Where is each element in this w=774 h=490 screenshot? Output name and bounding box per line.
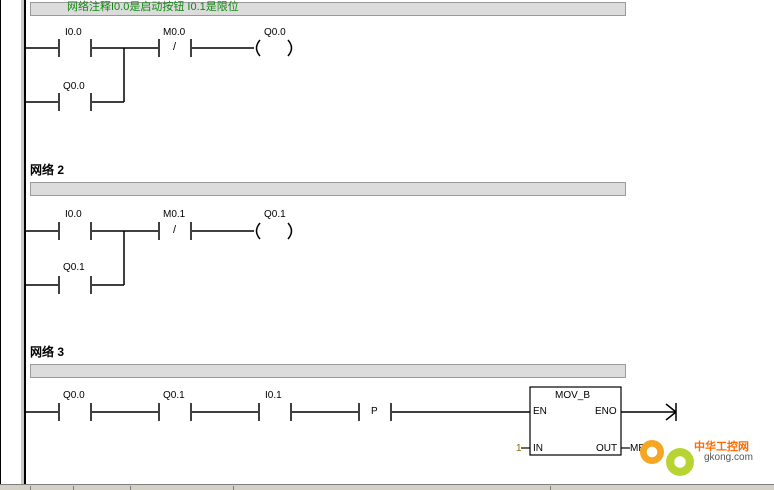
status-divider — [30, 486, 31, 490]
n3-positive-edge-symbol[interactable]: P — [371, 406, 378, 417]
status-divider — [130, 486, 131, 490]
n1-contact-2-address[interactable]: M0.0 — [163, 27, 186, 38]
left-rail-shade — [21, 0, 24, 490]
network-3-title[interactable]: 网络 3 — [30, 345, 65, 359]
mov-b-in-pin: IN — [533, 443, 543, 454]
mov-b-in-value[interactable]: 1 — [516, 443, 522, 454]
status-divider — [550, 486, 551, 490]
network-2-title[interactable]: 网络 2 — [30, 163, 65, 177]
n1-contact-1-address[interactable]: I0.0 — [65, 27, 82, 38]
bottom-status-strip — [0, 484, 774, 490]
mov-b-en-pin: EN — [533, 406, 547, 417]
network-1-comment: 网络注释I0.0是启动按钮 I0.1是限位 — [67, 1, 239, 13]
n3-contact-2-address[interactable]: Q0.1 — [163, 390, 185, 401]
n1-coil-address[interactable]: Q0.0 — [264, 27, 286, 38]
watermark-brand: 中华工控网 — [694, 441, 749, 453]
n2-contact-2-address[interactable]: M0.1 — [163, 209, 186, 220]
watermark-site: gkong.com — [704, 452, 753, 463]
n2-nc-symbol: / — [173, 224, 177, 236]
mov-b-eno-pin: ENO — [595, 406, 617, 417]
n1-nc-symbol: / — [173, 41, 177, 53]
network-2-comment-bar[interactable] — [30, 182, 626, 196]
network-3-comment-bar[interactable] — [30, 364, 626, 378]
gear-orange-icon — [640, 440, 664, 464]
network-1-comment-bar[interactable]: 网络注释I0.0是启动按钮 I0.1是限位 — [30, 1, 626, 16]
left-rail-outer — [0, 0, 1, 490]
n2-coil-address[interactable]: Q0.1 — [264, 209, 286, 220]
n2-branch-address[interactable]: Q0.1 — [63, 262, 85, 273]
n1-branch-address[interactable]: Q0.0 — [63, 81, 85, 92]
power-rail — [24, 0, 26, 490]
mov-b-out-pin: OUT — [596, 443, 618, 454]
n3-contact-3-address[interactable]: I0.1 — [265, 390, 282, 401]
n3-contact-1-address[interactable]: Q0.0 — [63, 390, 85, 401]
gear-green-icon — [666, 448, 694, 476]
mov-b-block-name[interactable]: MOV_B — [555, 390, 591, 401]
status-divider — [233, 486, 234, 490]
status-divider — [73, 486, 74, 490]
n2-contact-1-address[interactable]: I0.0 — [65, 209, 82, 220]
